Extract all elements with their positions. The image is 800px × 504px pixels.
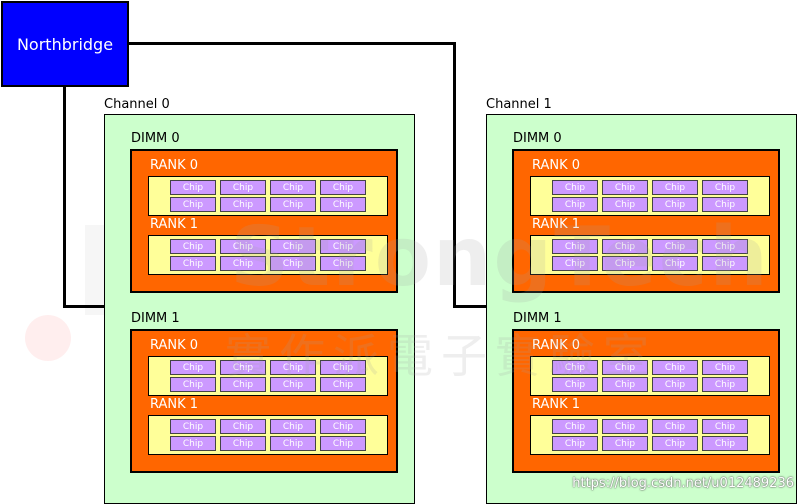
chip: Chip — [602, 180, 648, 195]
chip: Chip — [170, 239, 216, 254]
chip: Chip — [270, 180, 316, 195]
wire-ch1-vertical — [453, 42, 456, 308]
chip: Chip — [652, 436, 698, 451]
chip: Chip — [652, 360, 698, 375]
chip: Chip — [602, 360, 648, 375]
chip: Chip — [220, 180, 266, 195]
watermark-cn-text: 實作派電子實驗室 — [225, 329, 657, 383]
dimm-label: DIMM 0 — [131, 131, 180, 146]
chip: Chip — [652, 377, 698, 392]
northbridge-box: Northbridge — [1, 1, 129, 87]
wire-nb-down — [63, 86, 66, 308]
chip: Chip — [652, 239, 698, 254]
chip: Chip — [702, 180, 748, 195]
chip: Chip — [602, 197, 648, 212]
chip: Chip — [170, 256, 216, 271]
chip: Chip — [602, 436, 648, 451]
wire-ch1-horizontal — [453, 305, 488, 308]
chip: Chip — [552, 239, 598, 254]
rank-label: RANK 1 — [532, 397, 581, 412]
chip: Chip — [220, 239, 266, 254]
chip: Chip — [552, 436, 598, 451]
rank-label: RANK 0 — [532, 338, 581, 353]
chip: Chip — [602, 239, 648, 254]
watermark-text: StrongTech — [230, 210, 770, 305]
chip: Chip — [652, 256, 698, 271]
chip: Chip — [270, 360, 316, 375]
chip: Chip — [170, 377, 216, 392]
chip: Chip — [552, 419, 598, 434]
chip: Chip — [320, 377, 366, 392]
chip: Chip — [270, 419, 316, 434]
chip: Chip — [552, 197, 598, 212]
rank-label: RANK 1 — [150, 397, 199, 412]
chip: Chip — [270, 436, 316, 451]
chip: Chip — [170, 180, 216, 195]
chip: Chip — [702, 256, 748, 271]
chip: Chip — [220, 377, 266, 392]
chip: Chip — [220, 419, 266, 434]
chip: Chip — [270, 377, 316, 392]
chip: Chip — [220, 256, 266, 271]
rank-label: RANK 1 — [150, 217, 199, 232]
chip: Chip — [652, 419, 698, 434]
chip: Chip — [702, 239, 748, 254]
dimm-label: DIMM 1 — [513, 311, 562, 326]
rank-label: RANK 0 — [532, 158, 581, 173]
channel-label: Channel 1 — [486, 97, 552, 112]
chip: Chip — [270, 256, 316, 271]
rank-label: RANK 0 — [150, 158, 199, 173]
chip: Chip — [170, 360, 216, 375]
chip: Chip — [170, 436, 216, 451]
chip: Chip — [270, 239, 316, 254]
chip: Chip — [552, 377, 598, 392]
chip: Chip — [170, 197, 216, 212]
channel-label: Channel 0 — [104, 97, 170, 112]
wire-nb-top — [128, 42, 456, 45]
chip: Chip — [602, 256, 648, 271]
watermark-logo-circle — [25, 315, 71, 361]
chip: Chip — [552, 180, 598, 195]
chip: Chip — [320, 436, 366, 451]
chip: Chip — [552, 256, 598, 271]
chip: Chip — [702, 436, 748, 451]
chip: Chip — [320, 256, 366, 271]
chip: Chip — [320, 197, 366, 212]
chip: Chip — [270, 197, 316, 212]
chip: Chip — [702, 360, 748, 375]
dimm-label: DIMM 0 — [513, 131, 562, 146]
chip: Chip — [652, 180, 698, 195]
northbridge-label: Northbridge — [16, 34, 114, 54]
wire-ch0-horizontal — [63, 305, 105, 308]
chip: Chip — [170, 419, 216, 434]
chip: Chip — [220, 197, 266, 212]
chip: Chip — [602, 377, 648, 392]
chip: Chip — [652, 197, 698, 212]
chip: Chip — [702, 197, 748, 212]
chip: Chip — [552, 360, 598, 375]
chip: Chip — [220, 360, 266, 375]
chip: Chip — [320, 419, 366, 434]
chip: Chip — [702, 377, 748, 392]
chip: Chip — [320, 239, 366, 254]
watermark-credit: https://blog.csdn.net/u012489236 — [572, 476, 794, 491]
chip: Chip — [602, 419, 648, 434]
chip: Chip — [320, 360, 366, 375]
chip: Chip — [702, 419, 748, 434]
chip: Chip — [320, 180, 366, 195]
rank-label: RANK 0 — [150, 338, 199, 353]
dimm-label: DIMM 1 — [131, 311, 180, 326]
chip: Chip — [220, 436, 266, 451]
rank-label: RANK 1 — [532, 217, 581, 232]
